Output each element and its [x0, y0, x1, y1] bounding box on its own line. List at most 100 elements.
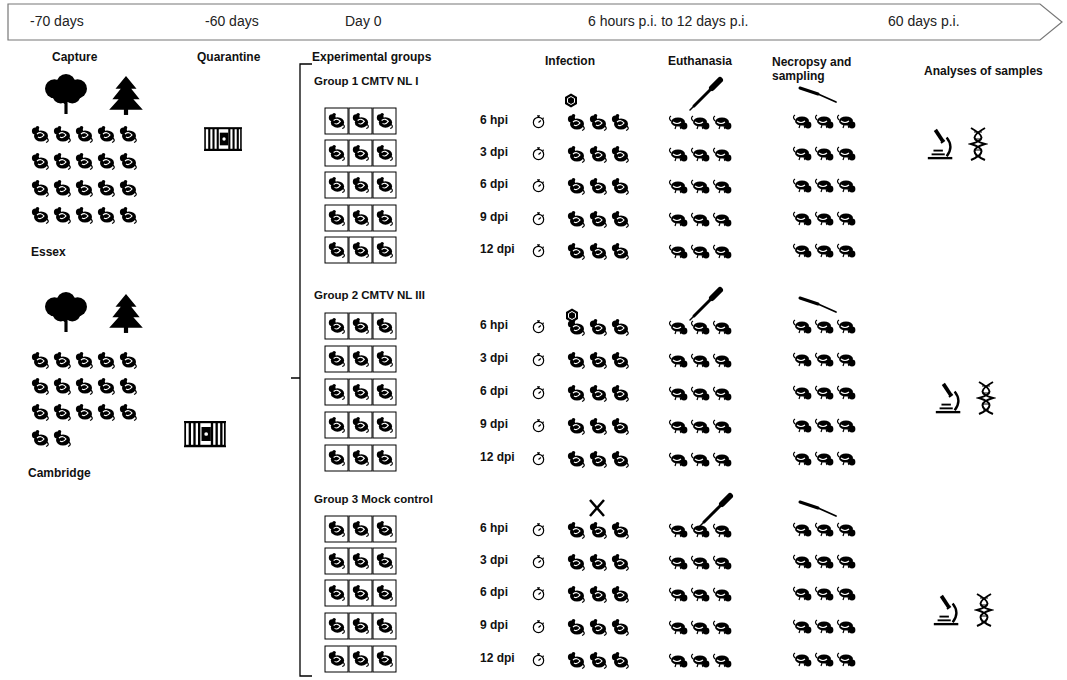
mouse-icon	[612, 211, 628, 228]
cage	[349, 445, 372, 471]
mouse-icon	[590, 451, 606, 468]
mouse-icon	[568, 418, 584, 435]
mouse-icon	[76, 153, 92, 170]
timeline-label: 60 days p.i.	[888, 13, 960, 29]
mouse-icon	[353, 585, 369, 601]
cage	[349, 412, 372, 438]
dead-icon	[794, 386, 812, 399]
dead-icon	[794, 115, 812, 128]
mouse-icon	[98, 180, 114, 197]
mouse-icon	[329, 450, 345, 466]
dead-icon	[838, 115, 856, 128]
watch-icon	[533, 321, 543, 333]
time-point-label: 12 dpi	[480, 451, 515, 465]
mouse-icon	[329, 145, 345, 161]
dead-icon	[816, 523, 834, 536]
cage	[373, 205, 396, 231]
mouse-icon	[590, 146, 606, 163]
column-header: Capture	[52, 51, 97, 65]
mouse-icon	[568, 522, 584, 539]
mouse-icon	[612, 352, 628, 369]
mouse-icon	[590, 554, 606, 571]
mouse-icon	[32, 153, 48, 170]
watch-icon	[533, 588, 543, 600]
timeline-arrow: -70 days-60 daysDay 06 hours p.i. to 12 …	[0, 0, 1067, 46]
mouse-icon	[612, 522, 628, 539]
mouse-icon	[120, 404, 136, 421]
dead-icon	[794, 555, 812, 568]
watch-icon	[533, 245, 543, 257]
dead-icon	[670, 621, 688, 634]
mouse-icon	[612, 319, 628, 336]
dead-icon	[816, 115, 834, 128]
dead-icon	[692, 116, 710, 129]
cage	[373, 140, 396, 166]
mouse-icon	[353, 553, 369, 569]
dead-icon	[714, 621, 732, 634]
mouse-icon	[568, 451, 584, 468]
dead-icon	[692, 354, 710, 367]
dead-icon	[692, 213, 710, 226]
mouse-icon	[590, 352, 606, 369]
dead-icon	[816, 386, 834, 399]
timeline-label: -60 days	[205, 13, 259, 29]
cage	[373, 346, 396, 372]
cage	[325, 412, 348, 438]
dead-icon	[838, 419, 856, 432]
mouse-icon	[568, 114, 584, 131]
dead-icon	[838, 386, 856, 399]
dead-icon	[714, 354, 732, 367]
dead-icon	[816, 620, 834, 633]
site-label: Essex	[31, 246, 66, 260]
dead-icon	[670, 524, 688, 537]
mouse-icon	[590, 319, 606, 336]
time-point-label: 6 dpi	[480, 178, 508, 192]
mouse-icon	[568, 652, 584, 669]
timeline-label: -70 days	[30, 13, 84, 29]
cage	[325, 646, 348, 672]
mouse-icon	[377, 113, 393, 129]
mouse-icon	[329, 177, 345, 193]
dead-icon	[714, 556, 732, 569]
mouse-icon	[54, 126, 70, 143]
mouse-icon	[329, 351, 345, 367]
dead-icon	[692, 420, 710, 433]
cage	[349, 237, 372, 263]
mouse-icon	[568, 619, 584, 636]
mouse-icon	[353, 177, 369, 193]
mouse-icon	[329, 113, 345, 129]
mouse-icon	[590, 114, 606, 131]
mouse-icon	[590, 178, 606, 195]
time-point-label: 3 dpi	[480, 352, 508, 366]
cage	[349, 379, 372, 405]
mouse-icon	[568, 554, 584, 571]
cage	[373, 646, 396, 672]
mouse-icon	[98, 352, 114, 369]
dead-icon	[692, 321, 710, 334]
mouse-icon	[612, 619, 628, 636]
mouse-icon	[377, 450, 393, 466]
column-header: Experimental groups	[312, 51, 431, 65]
cage	[325, 172, 348, 198]
cage	[349, 205, 372, 231]
mouse-icon	[120, 352, 136, 369]
time-point-label: 3 dpi	[480, 146, 508, 160]
dead-icon	[670, 588, 688, 601]
time-point-label: 12 dpi	[480, 243, 515, 257]
mouse-icon	[612, 243, 628, 260]
mouse-icon	[612, 652, 628, 669]
cage	[373, 237, 396, 263]
time-point-label: 6 hpi	[480, 319, 508, 333]
mouse-icon	[377, 210, 393, 226]
mouse-icon	[98, 126, 114, 143]
cage	[349, 313, 372, 339]
dead-icon	[838, 320, 856, 333]
cage	[325, 205, 348, 231]
watch-icon	[533, 621, 543, 633]
mouse-icon	[76, 180, 92, 197]
mouse-icon	[377, 521, 393, 537]
watch-icon	[533, 180, 543, 192]
cage	[325, 516, 348, 542]
watch-icon	[533, 420, 543, 432]
cage	[325, 379, 348, 405]
